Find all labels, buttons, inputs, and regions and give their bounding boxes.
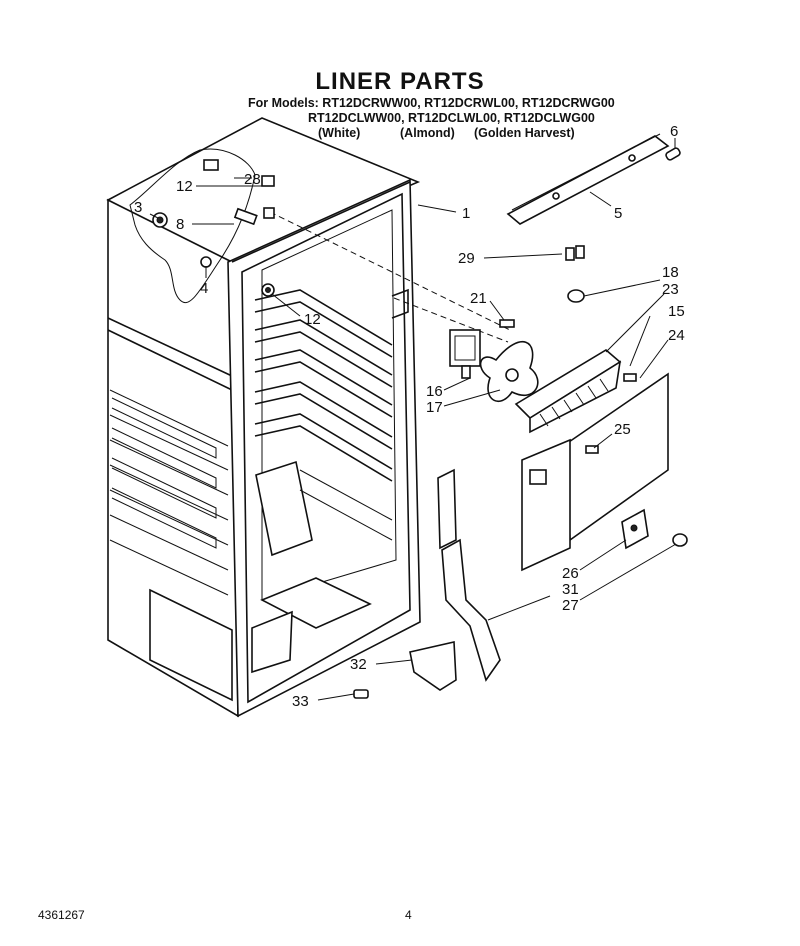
- part-29-clip: [565, 245, 585, 261]
- part-16-17-fan-motor: [449, 329, 539, 403]
- callout-17: 17: [426, 399, 443, 416]
- part-33-screw: [353, 689, 369, 699]
- callout-26: 26: [562, 565, 579, 582]
- part-6-clip: [665, 147, 681, 161]
- callout-3: 3: [134, 199, 142, 216]
- callout-1: 1: [462, 205, 470, 222]
- page-title: LINER PARTS: [315, 68, 485, 95]
- callout-16: 16: [426, 383, 443, 400]
- document-number: 4361267: [38, 908, 85, 922]
- callout-29: 29: [458, 250, 475, 267]
- callout-23: 23: [662, 281, 679, 298]
- callout-18: 18: [662, 264, 679, 281]
- part-27-plug: [672, 533, 688, 547]
- part-18-plug: [567, 289, 585, 303]
- callout-numbers: 1 3 4 5 6 8 12 12 15 16 17 18 21 23 24 2…: [134, 123, 685, 710]
- part-25-screw: [585, 445, 599, 454]
- callout-24: 24: [668, 327, 685, 344]
- cover-opening: [529, 469, 547, 485]
- callout-6: 6: [670, 123, 678, 140]
- part-23-air-grille: [514, 349, 622, 434]
- part-15-screw: [623, 373, 637, 382]
- liner-cabinet: [106, 117, 511, 718]
- callout-15: 15: [668, 303, 685, 320]
- callout-25: 25: [614, 421, 631, 438]
- callout-21: 21: [470, 290, 487, 307]
- part-5-bar: [506, 133, 670, 225]
- color-almond-label: (Almond): [400, 126, 455, 140]
- part-31-duct: [437, 468, 501, 682]
- models-line-1: For Models: RT12DCRWW00, RT12DCRWL00, RT…: [248, 96, 615, 110]
- callout-27: 27: [562, 597, 579, 614]
- callout-12-top: 12: [176, 178, 193, 195]
- callout-5: 5: [614, 205, 622, 222]
- callout-33: 33: [292, 693, 309, 710]
- color-white-label: (White): [318, 126, 361, 140]
- callout-28: 28: [244, 171, 261, 188]
- callout-8: 8: [176, 216, 184, 233]
- models-line-2: RT12DCLWW00, RT12DCLWL00, RT12DCLWG00: [308, 111, 595, 125]
- color-golden-label: (Golden Harvest): [474, 126, 575, 140]
- page-number: 4: [405, 908, 412, 922]
- callout-32: 32: [350, 656, 367, 673]
- leader-lines: [149, 138, 677, 701]
- evaporator-cover: [521, 438, 571, 572]
- callout-12-inner: 12: [304, 311, 321, 328]
- callout-31: 31: [562, 581, 579, 598]
- callout-4: 4: [200, 280, 208, 297]
- part-21-screw: [499, 319, 515, 328]
- part-32-bracket: [409, 641, 457, 691]
